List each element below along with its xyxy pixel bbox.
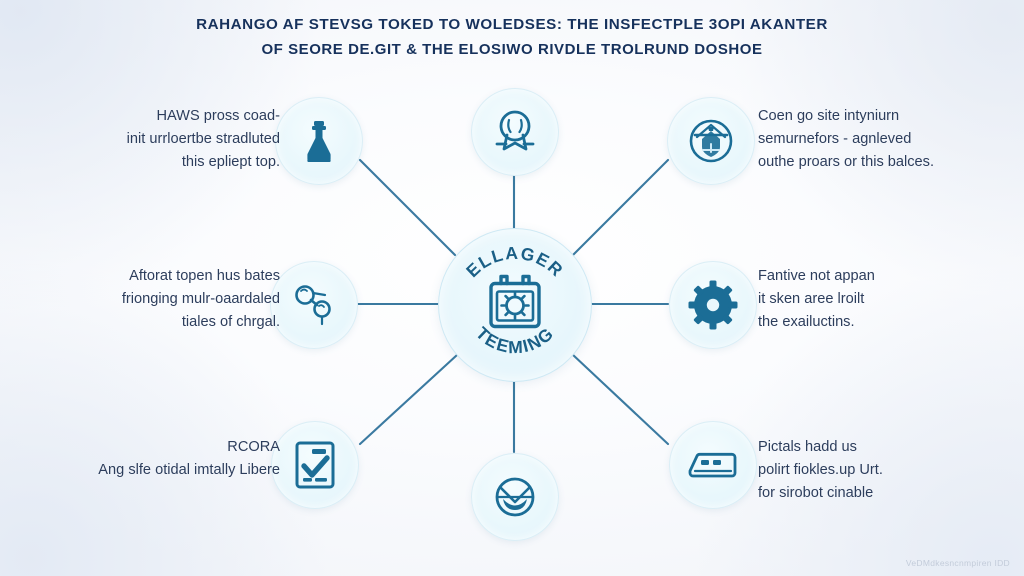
- page-title: RAHANGO AF STEVSG TOKED TO WOLEDSES: THE…: [0, 12, 1024, 62]
- title-line-1: RAHANGO AF STEVSG TOKED TO WOLEDSES: THE…: [196, 16, 828, 33]
- text-bottom-left: RCORA Ang slfe otidal imtally Libere: [20, 436, 280, 482]
- compass-gauge-icon: [491, 473, 539, 521]
- text-mid-left-line-3: tiales of chrgal.: [181, 314, 280, 330]
- shield-crest-icon: [687, 117, 735, 165]
- watermark-text: VeDMdkesncnmpiren IDD: [905, 558, 1010, 568]
- node-award[interactable]: [471, 88, 559, 176]
- text-bottom-right-line-1: Pictals hadd us: [758, 439, 857, 455]
- text-top-left-line-2: init urrloertbe stradluted: [126, 131, 280, 147]
- hub-badge[interactable]: ELLAGER TEEMING: [438, 228, 592, 382]
- node-molecule[interactable]: [270, 261, 358, 349]
- spoke-top-right: [571, 158, 670, 257]
- text-bottom-right-line-2: polirt fiokles.up Urt.: [758, 462, 883, 478]
- flask-bottle-icon: [299, 119, 339, 163]
- molecule-icon: [291, 282, 337, 328]
- device-chip-icon: [687, 447, 739, 483]
- text-mid-right-line-1: Fantive not appan: [758, 268, 875, 284]
- spoke-top-left: [358, 158, 457, 257]
- document-check-icon: [293, 440, 337, 490]
- text-mid-right: Fantive not appan it sken aree lroilt th…: [758, 265, 1008, 334]
- node-flask[interactable]: [275, 97, 363, 185]
- node-gear[interactable]: [669, 261, 757, 349]
- node-checkdoc[interactable]: [271, 421, 359, 509]
- text-mid-left-line-2: frionging mulr-oaardaled: [121, 291, 280, 307]
- node-crest[interactable]: [667, 97, 755, 185]
- text-bottom-right-line-3: for sirobot cinable: [758, 485, 874, 501]
- spoke-bottom-right: [570, 352, 670, 446]
- node-device[interactable]: [669, 421, 757, 509]
- text-bottom-right: Pictals hadd us polirt fiokles.up Urt. f…: [758, 436, 1013, 505]
- text-bottom-left-line-2: Ang slfe otidal imtally Libere: [98, 462, 280, 478]
- text-top-right-line-2: semurnefors - agnleved: [758, 131, 912, 147]
- text-mid-right-line-2: it sken aree lroilt: [758, 291, 865, 307]
- gear-icon: [688, 280, 738, 330]
- text-top-right-line-3: outhe proars or this balces.: [758, 154, 935, 170]
- text-mid-left: Aftorat topen hus bates frionging mulr-o…: [30, 265, 280, 334]
- text-top-left-line-3: this epliept top.: [181, 154, 280, 170]
- node-compass[interactable]: [471, 453, 559, 541]
- text-mid-left-line-1: Aftorat topen hus bates: [129, 268, 280, 284]
- title-line-2: OF SEORE DE.GIT & THE ELOSIWO RIVDLE TRO…: [261, 41, 763, 58]
- hub-arc-labels: ELLAGER TEEMING: [462, 243, 566, 357]
- calendar-gear-icon: [484, 272, 546, 339]
- text-top-right: Coen go site intyniurn semurnefors - agn…: [758, 105, 1008, 174]
- text-bottom-left-line-1: RCORA: [227, 439, 280, 455]
- text-top-right-line-1: Coen go site intyniurn: [758, 108, 900, 124]
- text-mid-right-line-3: the exailuctins.: [758, 314, 855, 330]
- text-top-left-line-1: HAWS pross coad-: [156, 108, 280, 124]
- text-top-left: HAWS pross coad- init urrloertbe stradlu…: [35, 105, 280, 174]
- award-ribbon-icon: [491, 109, 539, 155]
- spoke-bottom-left: [358, 353, 459, 446]
